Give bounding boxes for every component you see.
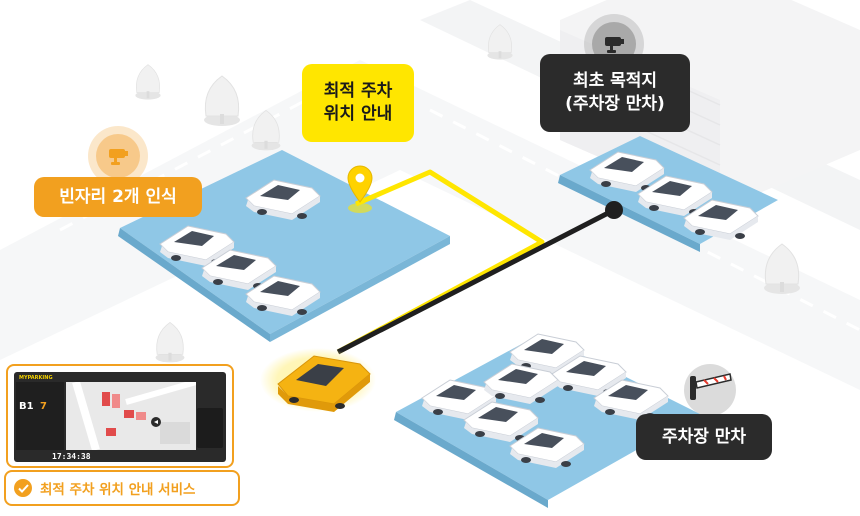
app-parking-map (66, 382, 196, 450)
optimal-guide-line2: 위치 안내 (323, 104, 393, 124)
optimal-guide-label: 최적 주차 위치 안내 (302, 64, 414, 142)
app-legend (197, 408, 223, 448)
lot-full-label: 주차장 만차 (636, 414, 772, 460)
initial-destination-label: 최초 목적지 (주차장 만차) (540, 54, 690, 132)
lot-full-text: 주차장 만차 (661, 426, 747, 447)
cctv-camera-icon-vacant (96, 134, 140, 178)
app-info-sidebar (16, 382, 64, 450)
app-screen: MYPARKING B1 7 17:34:38 (14, 372, 226, 462)
app-floor: B1 (19, 401, 34, 412)
service-label-text: 최적 주차 위치 안내 서비스 (40, 482, 196, 498)
check-icon (14, 479, 32, 497)
initial-destination-line2: (주차장 만차) (565, 94, 665, 114)
parking-lot-destination (558, 136, 778, 252)
route-lines (336, 169, 623, 355)
app-clock: 17:34:38 (52, 452, 91, 461)
app-vacant-count: 7 (40, 401, 47, 412)
vacant-spots-label: 빈자리 2개 인식 (34, 177, 202, 217)
parking-barrier-icon (684, 364, 736, 416)
initial-destination-line1: 최초 목적지 (572, 71, 658, 92)
optimal-guide-line1: 최적 주차 (323, 81, 393, 102)
app-brand: MYPARKING (19, 375, 53, 381)
app-preview-panel: MYPARKING B1 7 17:34:38 (6, 364, 234, 468)
location-pin-icon (347, 165, 373, 213)
cctv-camera-icon (109, 149, 128, 165)
vacant-spots-text: 빈자리 2개 인식 (59, 186, 177, 207)
parking-lot-full (394, 333, 700, 508)
service-label-pill: 최적 주차 위치 안내 서비스 (4, 470, 240, 506)
cctv-camera-icon (605, 37, 624, 53)
taxi-car (260, 348, 376, 412)
parking-lot-left (118, 150, 450, 342)
